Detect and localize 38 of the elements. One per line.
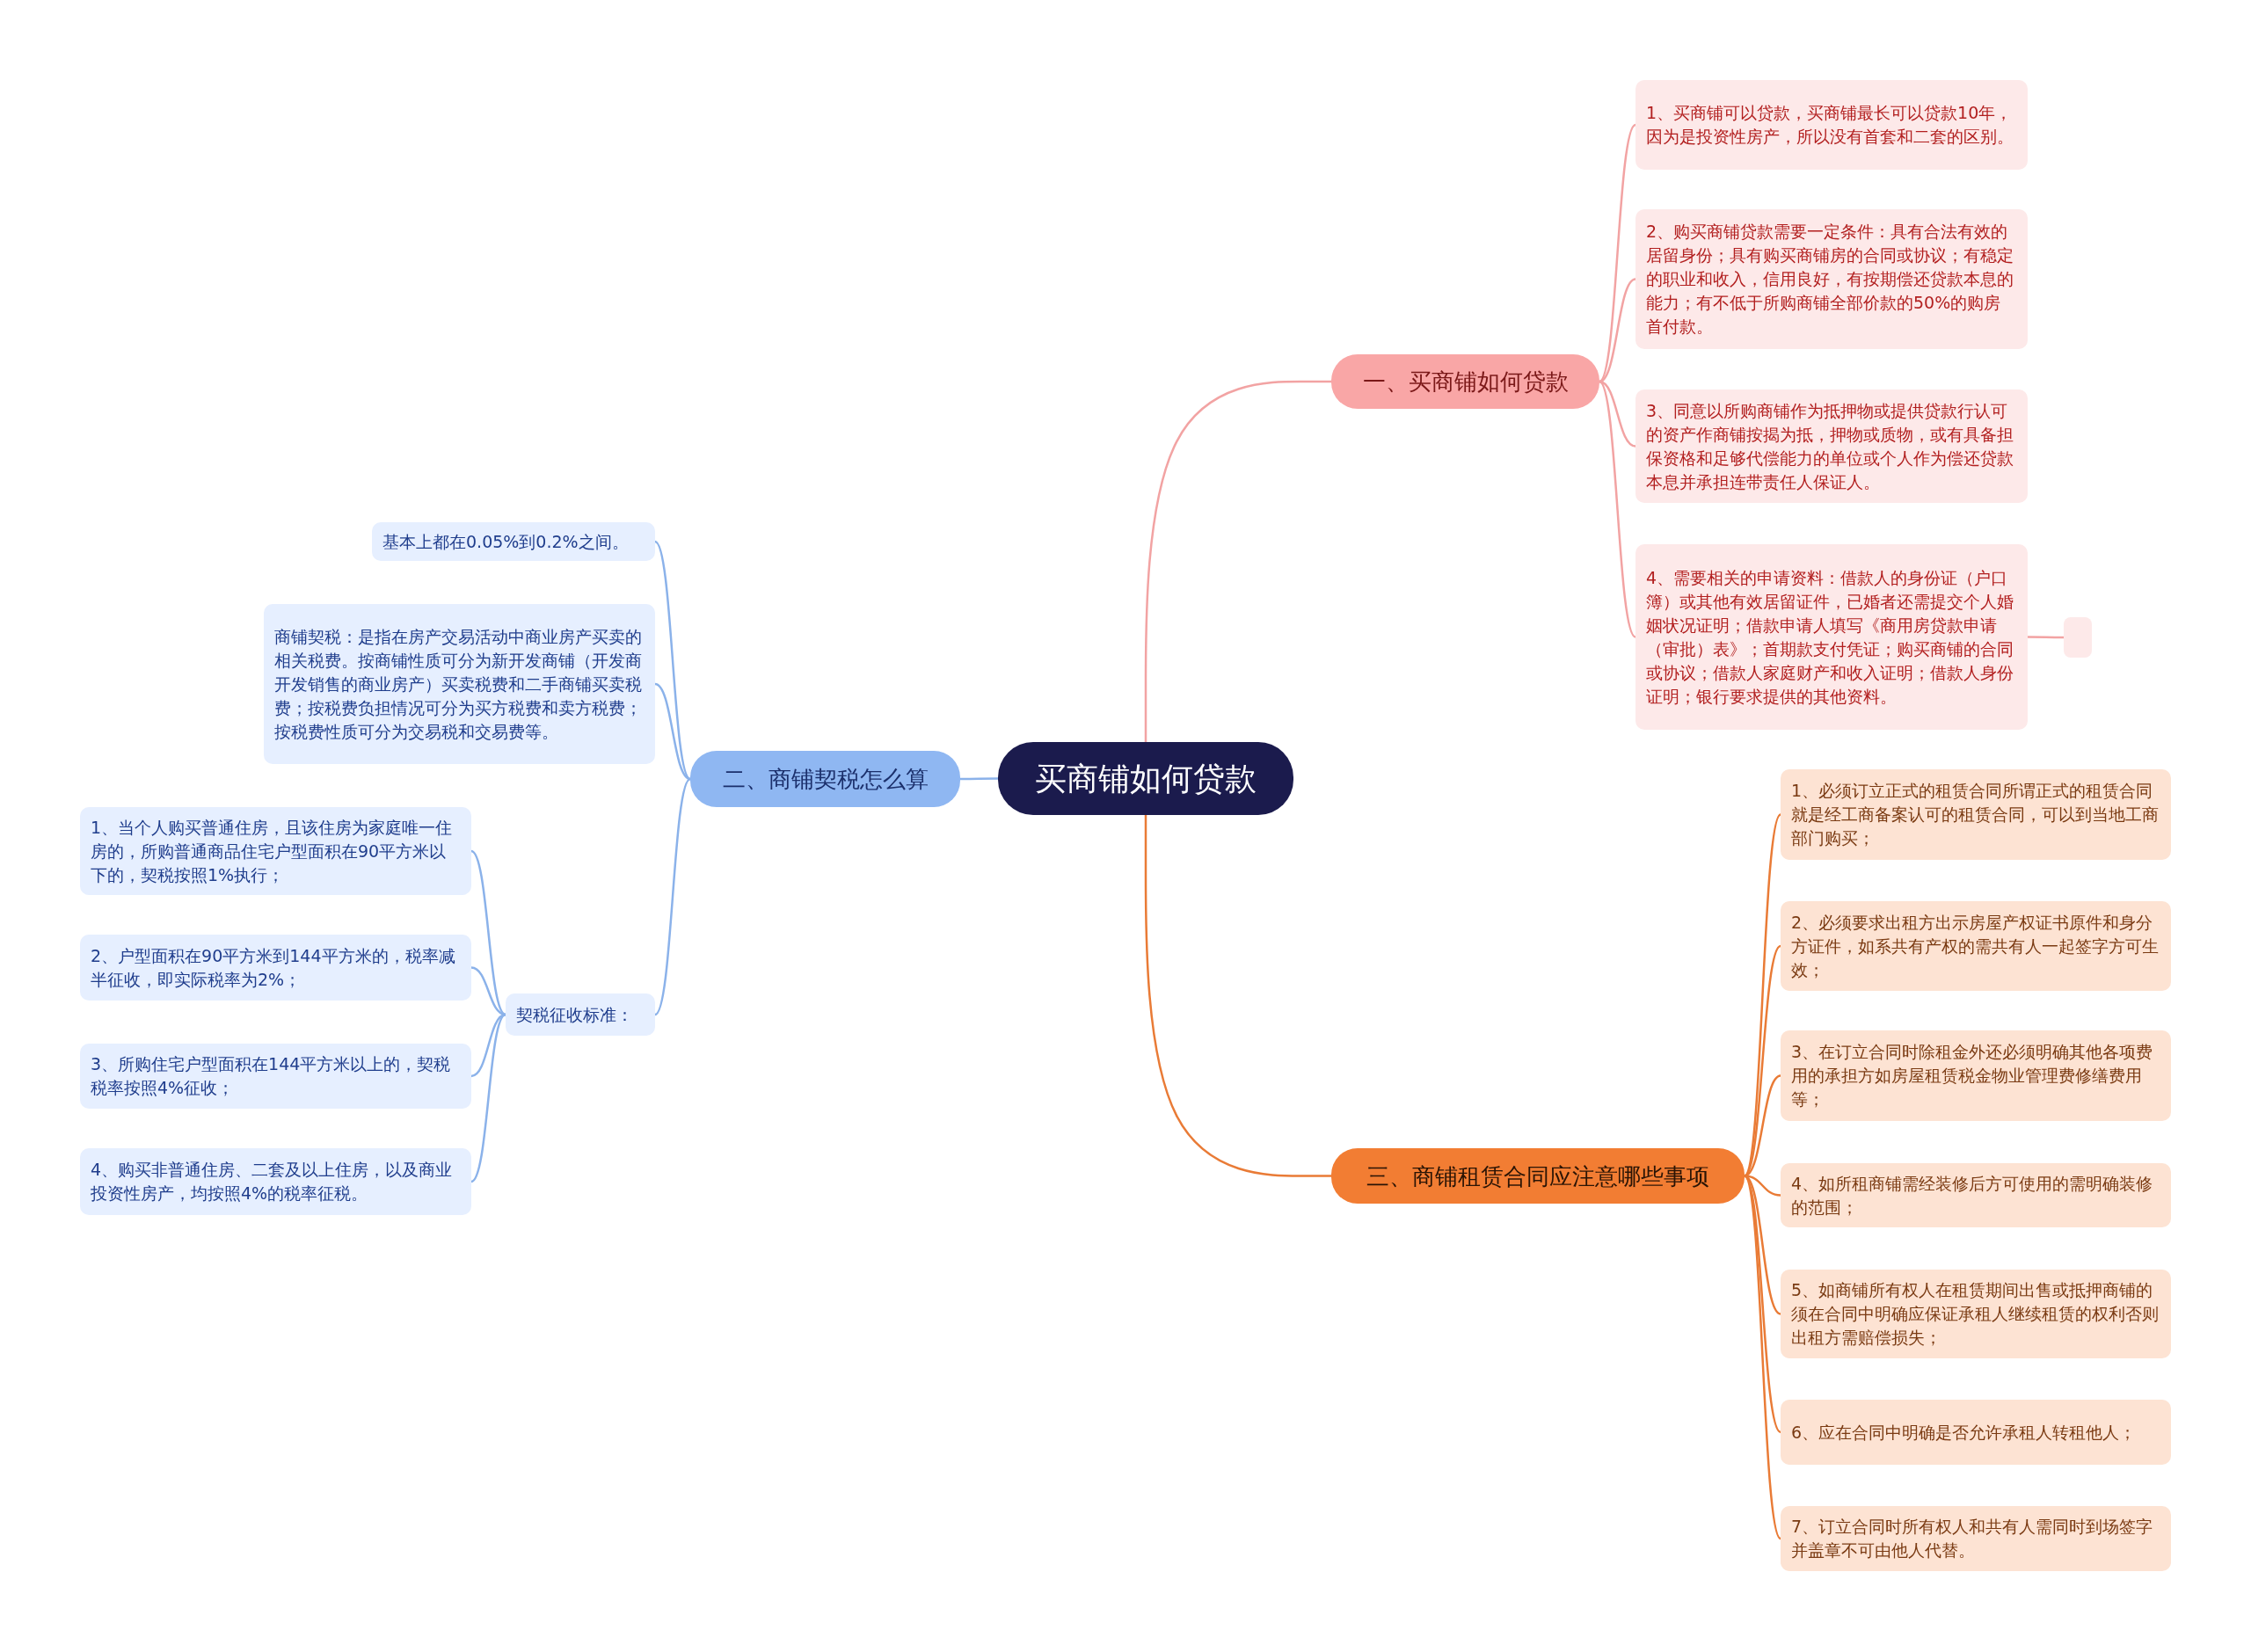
subtopic-box: 5、如商铺所有权人在租赁期间出售或抵押商铺的须在合同中明确应保证承租人继续租赁的权利否则出租方需赔偿损失； [1781,1270,2171,1358]
connector-line [470,1013,506,1078]
subtopic-box: 2、购买商铺贷款需要一定条件：具有合法有效的居留身份；具有购买商铺房的合同或协议；有稳定的职业和收入，信用良好，有按期偿还贷款本息的能力；有不低于所购商铺全部价款的50%的购房首付款。 [1635,209,2028,349]
subtopic-box: 1、当个人购买普通住房，且该住房为家庭唯一住房的，所购普通商品住宅户型面积在90平方米以下的，契税按照1%执行； [80,807,471,895]
subtopic-box: 4、购买非普通住房、二套及以上住房，以及商业投资性房产，均按照4%的税率征税。 [80,1148,471,1215]
empty-box [2064,617,2092,658]
connector-line [654,778,691,1015]
subtopic-box: 4、需要相关的申请资料：借款人的身份证（户口簿）或其他有效居留证件，已婚者还需提交个人婚姻状况证明；借款申请人填写《商用房贷款申请（审批）表》；首期款支付凭证；购买商铺的合同或协议；借款人家庭财产和收入证明；借款人身份证明；银行要求提供的其他资料。 [1635,544,2028,730]
connector-line [470,966,506,1016]
subtopic-box: 3、在订立合同时除租金外还必须明确其他各项费用的承担方如房屋租赁税金物业管理费修缮费用等； [1781,1030,2171,1121]
connector-line [654,682,691,781]
connector-line [654,541,691,780]
subtopic-box: 7、订立合同时所有权人和共有人需同时到场签字并盖章不可由他人代替。 [1781,1506,2171,1571]
branch-topic: 二、商铺契税怎么算 [690,751,960,807]
connector-line [1144,815,1331,1177]
connector-line [470,850,506,1015]
connector-line [1743,813,1782,1177]
subtopic-box: 契税征收标准： [506,993,655,1036]
connector-line [960,777,998,781]
connector-line [1599,124,1636,382]
connector-line [1144,380,1331,742]
subtopic-box: 6、应在合同中明确是否允许承租人转租他人； [1781,1400,2171,1465]
connector-line [1743,1175,1782,1539]
subtopic-box: 4、如所租商铺需经装修后方可使用的需明确装修的范围； [1781,1163,2171,1227]
subtopic-box: 1、买商铺可以贷款，买商铺最长可以贷款10年，因为是投资性房产，所以没有首套和二套的区别。 [1635,80,2028,170]
central-topic: 买商铺如何贷款 [998,742,1293,815]
subtopic-box: 2、必须要求出租方出示房屋产权证书原件和身分方证件，如系共有产权的需共有人一起签字方可生效； [1781,901,2171,991]
branch-topic: 一、买商铺如何贷款 [1331,354,1599,409]
branch-topic: 三、商铺租赁合同应注意哪些事项 [1331,1148,1745,1204]
subtopic-box: 商铺契税：是指在房产交易活动中商业房产买卖的相关税费。按商铺性质可分为新开发商铺（开发商开发销售的商业房产）买卖税费和二手商铺买卖税费；按税费负担情况可分为买方税费和卖方税费；按税费性质可分为交易税和交易费等。 [264,604,655,764]
subtopic-box: 3、所购住宅户型面积在144平方米以上的，契税税率按照4%征收； [80,1044,471,1109]
subtopic-box: 3、同意以所购商铺作为抵押物或提供贷款行认可的资产作商铺按揭为抵，押物或质物，或有具备担保资格和足够代偿能力的单位或个人作为偿还贷款本息并承担连带责任人保证人。 [1635,389,2028,503]
connector-line [1599,381,1636,638]
subtopic-box: 基本上都在0.05%到0.2%之间。 [372,522,655,561]
connector-line [470,1014,506,1183]
subtopic-box: 1、必须订立正式的租赁合同所谓正式的租赁合同就是经工商备案认可的租赁合同，可以到当地工商部门购买； [1781,769,2171,860]
connector-line [2028,636,2064,639]
subtopic-box: 2、户型面积在90平方米到144平方米的，税率减半征收，即实际税率为2%； [80,935,471,1001]
